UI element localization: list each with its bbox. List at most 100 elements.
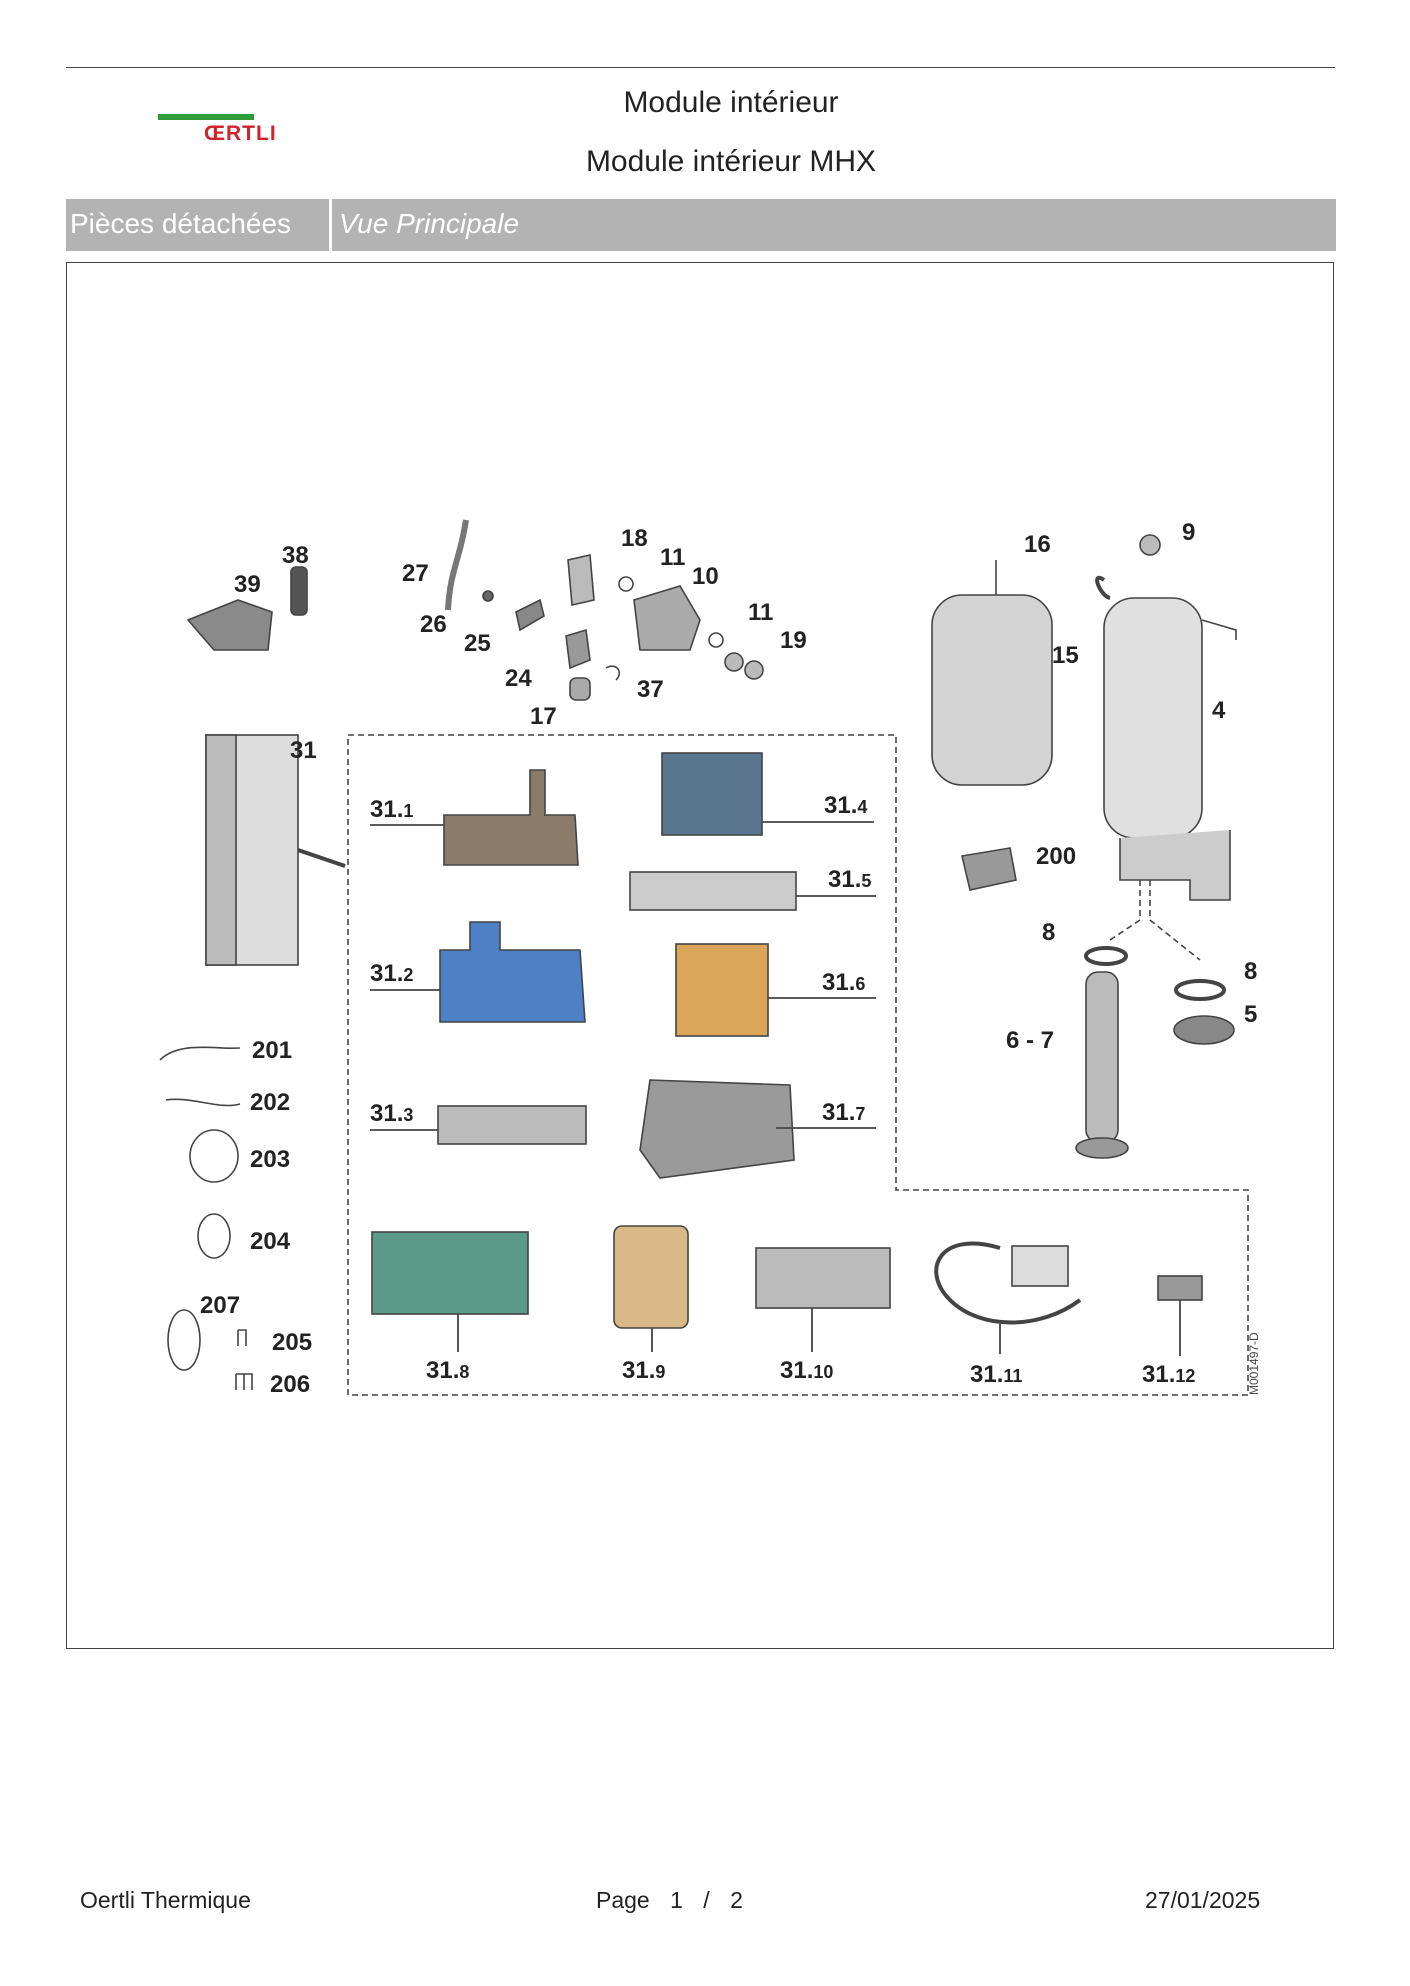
footer-company: Oertli Thermique (80, 1887, 251, 1913)
part-label: 9 (1182, 519, 1195, 546)
part-label: 31 (290, 737, 317, 764)
part-31-10-shape (755, 1247, 891, 1309)
part-19b-shape (744, 660, 764, 680)
logo-bar (158, 114, 254, 120)
part-31-2-shape (439, 921, 586, 1023)
tab-section: Pièces détachées (66, 199, 332, 251)
part-31-pointer (297, 848, 346, 868)
sub-label-31-11: 31.11 (970, 1361, 1022, 1388)
part-39-shape (186, 599, 273, 651)
part-label: 203 (250, 1146, 290, 1173)
part-10-shape (633, 585, 701, 651)
sub-label-31-6: 31.6 (822, 969, 865, 996)
part-9-shape (1139, 534, 1161, 556)
part-11b-shape (708, 632, 724, 648)
part-4-pipe (1095, 575, 1111, 600)
part-label: 201 (252, 1037, 292, 1064)
part-label: 38 (282, 542, 309, 569)
part-5-shape (1173, 1015, 1235, 1045)
part-label: 206 (270, 1371, 310, 1398)
footer-page-sep: / (703, 1887, 710, 1913)
sub-label-31-12: 31.12 (1142, 1361, 1195, 1388)
part-11a-shape (618, 576, 634, 592)
part-label: 4 (1212, 697, 1226, 724)
logo-text: ŒRTLI (204, 122, 277, 145)
part-203-shape (189, 1129, 239, 1183)
part-label: 204 (250, 1228, 291, 1255)
part-200-shape (961, 847, 1017, 891)
footer-page-total: 2 (730, 1887, 743, 1913)
part-label: 17 (530, 703, 557, 730)
part-label: 205 (272, 1329, 312, 1356)
part-31-8-shape (371, 1231, 529, 1315)
part-label: 26 (420, 611, 447, 638)
footer-page: Page 1 / 2 (596, 1887, 757, 1914)
page-subtitle: Module intérieur MHX (585, 145, 877, 178)
page-title: Module intérieur (623, 86, 839, 119)
part-label: 11 (660, 544, 685, 571)
part-37-shape (605, 665, 621, 681)
part-label: 37 (637, 676, 664, 703)
part-8a-shape (1084, 946, 1128, 966)
diagram-reference: M001497-D (1247, 1332, 1261, 1395)
part-label: 11 (748, 599, 773, 626)
part-202-shape (165, 1098, 241, 1107)
part-207-shape (167, 1309, 201, 1371)
sub-label-31-2: 31.2 (370, 960, 413, 987)
part-24-shape (565, 628, 591, 670)
part-31-11-display (1011, 1245, 1069, 1287)
part-15-shape (931, 594, 1053, 786)
part-38-shape (290, 566, 308, 616)
footer-page-label: Page (596, 1887, 650, 1913)
part-label: 5 (1244, 1001, 1257, 1028)
tab-view: Vue Principale (339, 208, 520, 239)
part-label: 39 (234, 571, 261, 598)
part-label: 202 (250, 1089, 290, 1116)
subassembly-outline (347, 734, 1249, 1396)
part-label: 207 (200, 1292, 240, 1319)
part-4-lower (1119, 830, 1231, 901)
part-31-9-shape (613, 1225, 689, 1329)
part-8b-shape (1174, 979, 1226, 1001)
part-31-12-shape (1157, 1275, 1203, 1301)
part-label: 27 (402, 560, 429, 587)
part-4-shape (1103, 597, 1203, 839)
part-label: 200 (1036, 843, 1076, 870)
part-4-bracket (1201, 619, 1237, 640)
part-31-1-shape (443, 769, 579, 866)
part-206-shape (235, 1373, 253, 1390)
sub-label-31-1: 31.1 (370, 796, 413, 823)
part-label: 16 (1024, 531, 1051, 558)
sub-label-31-5: 31.5 (828, 866, 871, 893)
part-label: 8 (1042, 919, 1055, 946)
part-label: 15 (1052, 642, 1079, 669)
part-31-4-shape (661, 752, 763, 836)
section-bar: Pièces détachées Vue Principale (66, 199, 1336, 251)
part-17-shape (569, 677, 591, 701)
part-18-shape (567, 554, 595, 606)
part-label: 24 (505, 665, 532, 692)
part-6-7-shape (1085, 971, 1119, 1143)
part-31-11-shape (934, 1241, 1082, 1325)
part-31-7-shape (639, 1079, 795, 1179)
part-25-shape (515, 598, 545, 632)
sub-label-31-9: 31.9 (622, 1357, 665, 1384)
part-31-6-shape (675, 943, 769, 1037)
part-label: 25 (464, 630, 491, 657)
part-label: 6 - 7 (1006, 1027, 1054, 1054)
part-label: 19 (780, 627, 807, 654)
part-31-5-shape (629, 871, 797, 911)
footer-page-current: 1 (670, 1887, 683, 1913)
part-204-shape (197, 1213, 231, 1259)
part-label: 18 (621, 525, 648, 552)
part-19a-shape (724, 652, 744, 672)
sub-label-31-3: 31.3 (370, 1100, 413, 1127)
part-26-shape (482, 590, 494, 602)
diagram-frame (66, 262, 1334, 1649)
part-31-3-shape (437, 1105, 587, 1145)
footer-date: 27/01/2025 (1145, 1887, 1261, 1913)
part-label: 8 (1244, 958, 1257, 985)
sub-label-31-10: 31.10 (780, 1357, 833, 1384)
sub-label-31-4: 31.4 (824, 792, 867, 819)
